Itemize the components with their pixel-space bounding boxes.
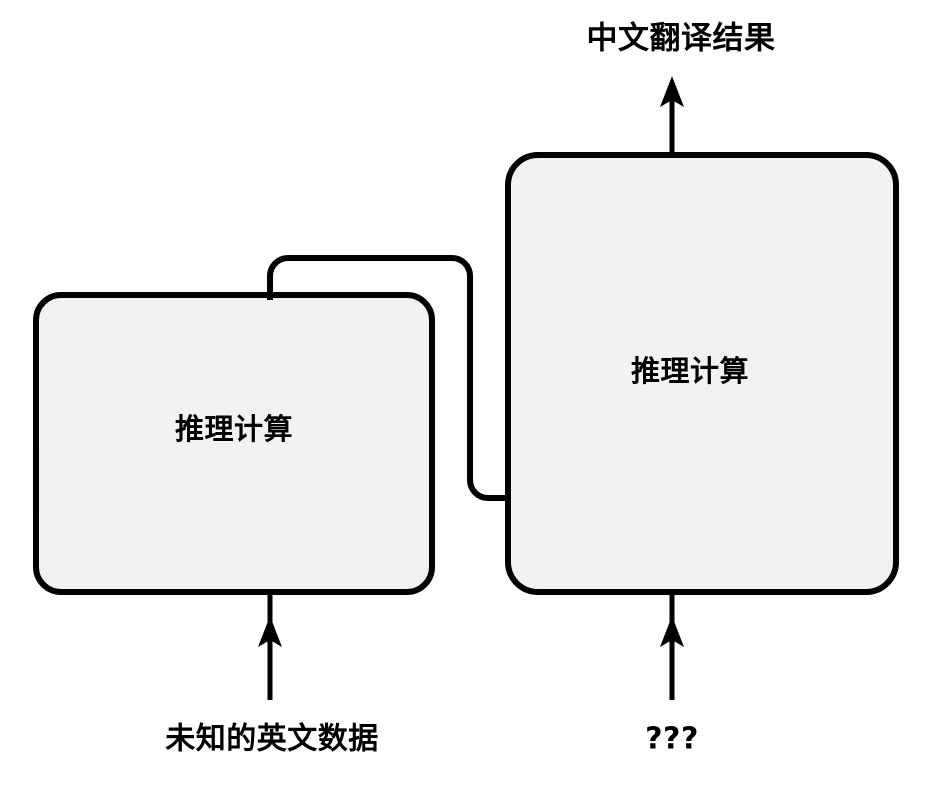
node-right-compute[interactable] [505, 152, 899, 595]
right-input-label: ??? [645, 722, 699, 757]
node-right-compute-shape[interactable] [505, 152, 899, 595]
output-arrow-head [660, 76, 684, 107]
node-left-compute[interactable] [33, 292, 435, 595]
node-left-compute-shape[interactable] [33, 292, 435, 595]
output-arrow-group [660, 76, 684, 158]
node-left-compute-label: 推理计算 [175, 412, 293, 446]
node-right-compute-label: 推理计算 [631, 354, 749, 388]
left-to-right-connector [267, 255, 511, 501]
output-label: 中文翻译结果 [587, 21, 776, 57]
right-input-arrow-group [660, 590, 684, 700]
left-input-arrow-group [258, 590, 282, 700]
left-input-label: 未知的英文数据 [165, 722, 379, 757]
